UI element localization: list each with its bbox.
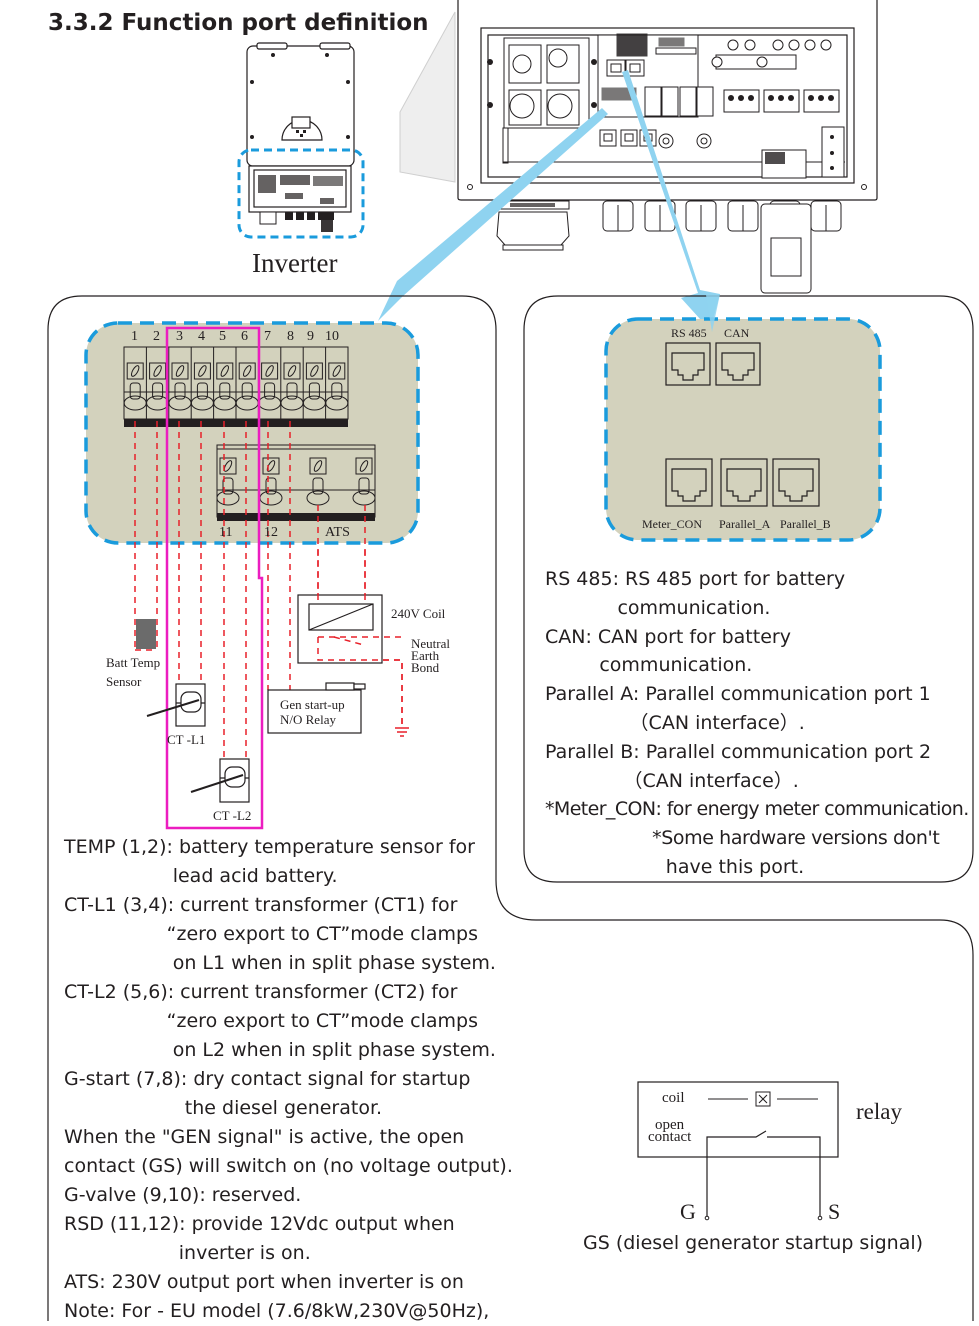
section-title: 3.3.2 Function port definition [48,10,429,36]
terminal-number: 6 [241,329,248,344]
description-line: Parallel B: Parallel communication port … [545,740,932,763]
description-line: （CAN interface）. [545,769,799,792]
terminal-screw [235,362,259,411]
description-line: “zero export to CT”mode clamps [64,1010,478,1032]
callout-arrow-left [378,108,608,321]
description-line: lead acid battery. [64,865,338,887]
s-terminal-label: S [828,1199,841,1224]
terminal-number: 5 [219,329,226,344]
relay-label: relay [856,1099,902,1124]
terminal-descriptions: TEMP (1,2): battery temperature sensor f… [64,833,513,1326]
terminal-screw [325,362,349,411]
terminal-number: 7 [264,329,271,344]
description-line: have this port. [545,855,805,878]
description-line: CT-L2 (5,6): current transformer (CT2) f… [64,981,458,1003]
open-contact-switch [706,1130,767,1218]
contact-label: contact [648,1129,692,1145]
earth-label: Earth [411,648,440,663]
description-line: inverter is on. [64,1242,311,1264]
ground-icon [395,727,409,737]
description-line: contact (GS) will switch on (no voltage … [64,1155,513,1177]
callout-arrow-right [622,70,720,330]
terminal-screw [352,457,376,506]
batt-temp-sensor [136,619,156,649]
neutral-label: Neutral [411,636,450,651]
rs485-port-label: RS 485 [671,326,707,340]
description-line: *Meter_CON: for energy meter communicati… [545,798,969,821]
comm-panel-background [604,317,882,542]
terminal-number: 2 [153,329,160,344]
ct-highlight-frame [165,326,264,830]
description-line: CAN: CAN port for battery [545,625,791,648]
description-line: Note: For - EU model (7.6/8kW,230V@50Hz)… [64,1300,490,1322]
rs485-port [665,342,711,386]
description-line: TEMP (1,2): battery temperature sensor f… [64,836,475,858]
description-line: the diesel generator. [64,1097,383,1119]
ct-l2-label: CT -L2 [213,808,252,823]
terminal-number: 11 [219,525,233,540]
meter-con-port-label: Meter_CON [642,517,702,531]
terminal-number: 3 [176,329,183,344]
signal-wires [134,421,403,759]
terminal-screw [216,457,240,506]
bond-label: Bond [411,660,440,675]
gs-caption: GS (diesel generator startup signal) [583,1232,924,1254]
description-line: G-valve (9,10): reserved. [64,1184,302,1206]
gen-startup-relay [267,682,366,734]
parallel-b-port [772,458,820,507]
overview-highlight-box [237,148,365,239]
description-line: RS 485: RS 485 port for battery [545,568,846,590]
gen-relay-label-2: N/O Relay [280,712,336,727]
description-line: communication. [545,596,771,619]
description-line: *Some hardware versions don't [545,827,940,850]
description-line: G-start (7,8): dry contact signal for st… [64,1068,471,1090]
terminal-screw [306,457,330,506]
coil-label: coil [662,1090,685,1106]
terminal-number: 10 [325,329,339,344]
batt-temp-label-2: Sensor [106,674,142,689]
terminal-number: 12 [264,525,278,540]
ct-l2-clamp [190,758,250,803]
description-line: on L1 when in split phase system. [64,952,496,974]
comm-port-descriptions: RS 485: RS 485 port for battery communic… [545,565,969,882]
description-line: When the "GEN signal" is active, the ope… [64,1126,465,1148]
description-line: “zero export to CT”mode clamps [64,923,478,945]
description-line: RSD (11,12): provide 12Vdc output when [64,1213,455,1235]
g-terminal-label: G [680,1199,696,1224]
inverter-closeup-illustration [378,0,878,330]
terminal-number: 8 [287,329,294,344]
parallel-b-port-label: Parallel_B [780,517,831,531]
ct-l1-clamp [146,683,206,727]
gen-relay-label: Gen start-up [280,697,345,712]
can-port [715,342,761,386]
parallel-a-port-label: Parallel_A [719,517,771,531]
batt-temp-label: Batt Temp [106,655,161,670]
can-port-label: CAN [724,326,750,340]
description-line: ATS: 230V output port when inverter is o… [64,1271,464,1293]
description-line: CT-L1 (3,4): current transformer (CT1) f… [64,894,458,916]
coil-label: 240V Coil [391,606,446,621]
description-line: Parallel A: Parallel communication port … [545,683,931,706]
ct-l1-label: CT -L1 [167,732,206,747]
terminal-number: 1 [131,329,138,344]
open-label: open [655,1117,685,1133]
description-line: （CAN interface）. [545,711,805,734]
ats-coil [297,594,383,664]
terminal-number: 4 [198,329,205,344]
terminal-number: 9 [307,329,314,344]
parallel-a-port [720,458,768,507]
inverter-label: Inverter [252,248,338,278]
ats-label: ATS [325,525,350,540]
description-line: on L2 when in split phase system. [64,1039,496,1061]
inverter-overview-illustration [237,42,365,239]
meter-con-port [665,458,713,507]
description-line: communication. [545,654,753,677]
